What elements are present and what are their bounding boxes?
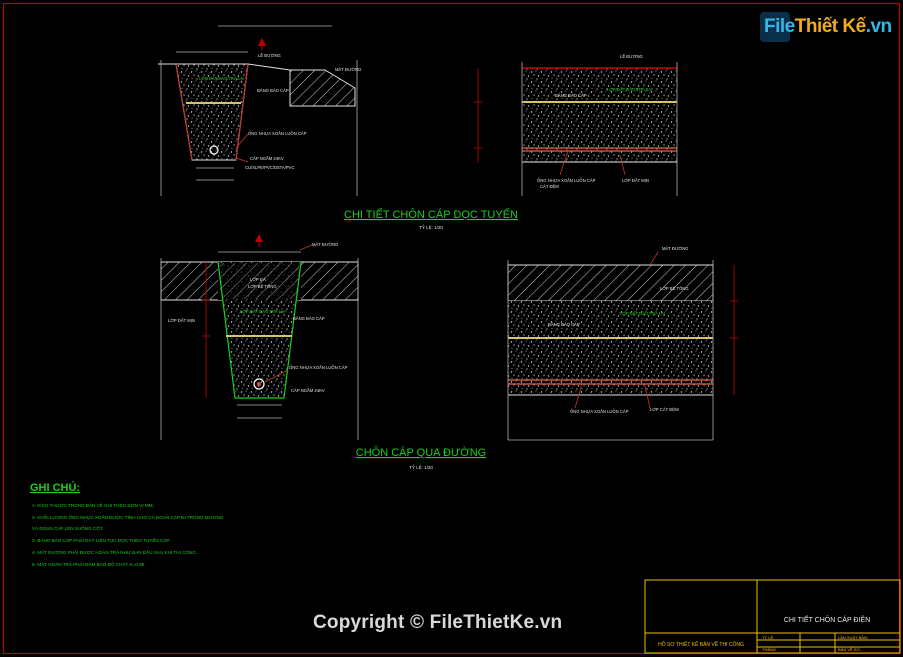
notes-block: GHI CHÚ: 1- KÍCH THƯỚC TRONG BẢN VẼ GHI … [30,481,224,567]
label-backfill: LỚP ĐẤT ĐÀO TRẢ LẠI [199,76,244,81]
longitudinal-section-labels: LỀ ĐƯỜNG BĂNG BÁO CÁP LỚP ĐẤT ĐÀO TRẢ LẠ… [537,54,652,189]
trench-profile-labels: LỀ ĐƯỜNG MẶT ĐƯỜNG LỚP ĐẤT ĐÀO TRẢ LẠI B… [199,53,361,170]
copyright-watermark: Copyright © FileThietKe.vn [313,612,563,633]
note-item: VÀ ĐOẠN CÁP LÊN XUỐNG CỘT. [32,524,103,531]
note-item: 3- BĂNG BÁO CÁP PHẢI ĐẶT LIÊN TỤC DỌC TH… [32,536,170,543]
label-cable-pipe: ỐNG NHỰA XOẮN LUỒN CÁP [248,131,307,136]
note-item: 4- MẶT ĐƯỜNG PHẢI ĐƯỢC HOÀN TRẢ NHƯ BAN … [32,549,197,555]
label-warning-tape: BĂNG BÁO CÁP [257,88,289,93]
label-cable-pipe-4: ỐNG NHỰA XOẮN LUỒN CÁP [570,409,629,414]
label-warning-tape-3: BĂNG BÁO CÁP [293,316,325,321]
date-label: THÁNG [762,647,776,652]
note-item: 1- KÍCH THƯỚC TRONG BẢN VẼ GHI THEO ĐƠN … [32,502,154,508]
logo-text-thietke: Thiết Kế [794,16,866,37]
logo-text-file: File [764,16,795,37]
label-road-surface: MẶT ĐƯỜNG [335,67,361,72]
filethietke-logo: FileThiết Kế.vn [760,12,894,44]
notes-heading: GHI CHÚ: [30,481,80,494]
longitudinal-section-along-route [474,62,678,196]
logo-text: FileThiết Kế.vn [764,16,892,38]
label-cable-3: CÁP NGẦM 24KV [291,388,325,393]
label-warning-tape-2: BĂNG BÁO CÁP [555,93,587,98]
label-stone-layer: LỚP ĐÁ [250,277,266,282]
note-item: 2- KHỐI LƯỢNG ỐNG NHỰA XOẮN ĐƯỢC TÍNH CH… [32,513,224,520]
section1-scale: TỶ LỆ: 1/20 [419,223,443,230]
label-road-edge-2: LỀ ĐƯỜNG [620,54,643,59]
cable-pipe [209,145,219,155]
label-fine-soil-3: LỚP ĐẤT MỊN [168,318,195,323]
scale-label: TỶ LỆ: [762,635,774,640]
label-road-surface-4: MẶT ĐƯỜNG [662,246,688,251]
title-block-text: CHI TIẾT CHÔN CÁP ĐIỆN HỒ SƠ THIẾT KẾ BẢ… [658,614,870,652]
label-backfill-2: LỚP ĐẤT ĐÀO TRẢ LẠI [607,87,652,92]
label-road-edge: LỀ ĐƯỜNG [258,53,281,58]
revision-label: LẦN XUẤT BẢN: [838,635,868,640]
label-road-surface-3: MẶT ĐƯỜNG [312,242,338,247]
sheet-label: BẢN VẼ SỐ: [838,647,861,652]
label-warning-tape-4: BĂNG BÁO CÁP [548,322,580,327]
label-concrete-layer-4: LỚP BÊ TÔNG [660,286,689,291]
drawing-title: CHI TIẾT CHÔN CÁP ĐIỆN [784,614,870,624]
project-label: HỒ SƠ THIẾT KẾ BẢN VẼ THI CÔNG [658,641,744,648]
logo-icon [760,12,790,42]
note-item: 5- MẶT HOÀN TRẢ PHẢI ĐẢM BẢO ĐỘ CHẶT K=0… [32,561,145,567]
section1-title: CHI TIẾT CHÔN CÁP DỌC TUYẾN [344,208,518,221]
label-cable-pipe-2: ỐNG NHỰA XOẮN LUỒN CÁP [537,178,596,183]
label-cable-spec: CU/XLPE/PVC/DSTA/PVC [245,165,295,170]
label-fine-soil: LỚP ĐẤT MỊN [622,178,649,183]
label-concrete-layer: LỚP BÊ TÔNG [248,284,277,289]
label-backfill-3: LỚP ĐẤT ĐÀO TRẢ LẠI [240,309,285,314]
label-backfill-4: LỚP ĐẤT ĐÀO TRẢ LẠI [620,311,665,316]
road-crossing-longitudinal-labels: MẶT ĐƯỜNG LỚP BÊ TÔNG BĂNG BÁO CÁP LỚP Đ… [548,246,689,414]
road-crossing-trench [160,234,359,440]
label-sand-layer-4: LỚP CÁT ĐỆM [650,407,679,412]
section2-title: CHÔN CÁP QUA ĐƯỜNG [356,446,486,459]
label-sand-bedding: CÁT ĐỆM [540,184,559,189]
label-cable-pipe-3: ỐNG NHỰA XOẮN LUỒN CÁP [289,365,348,370]
label-cable: CÁP NGẦM 24KV [250,156,284,161]
road-crossing-trench-labels: MẶT ĐƯỜNG LỚP ĐÁ LỚP BÊ TÔNG LỚP ĐẤT ĐÀO… [168,242,348,393]
road-crossing-longitudinal [507,251,738,441]
trench-profile-along-route [158,25,358,196]
title-block [644,579,901,654]
crossing-cable-pipe [253,378,265,390]
section2-scale: TỶ LỆ: 1/20 [409,463,433,470]
logo-text-vn: .vn [865,16,892,37]
